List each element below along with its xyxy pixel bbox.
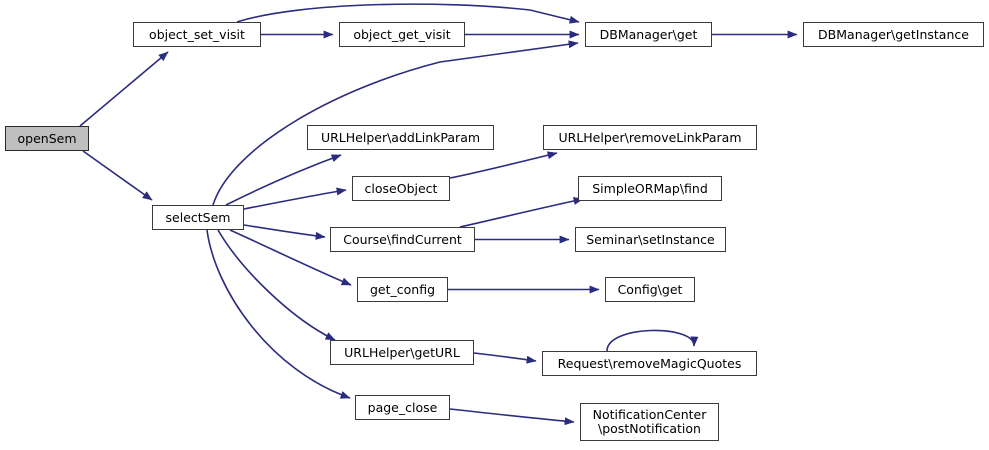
edge-selectsem-to-course-findcurrent <box>243 224 326 240</box>
edge-selectsem-to-closeobject <box>243 187 347 210</box>
node-course-findcurrent[interactable]: Course\findCurrent <box>330 227 475 252</box>
node-config-get[interactable]: Config\get <box>605 277 695 302</box>
node-selectsem[interactable]: selectSem <box>152 205 244 230</box>
edge-course-findcurrent-to-simpleormap-find <box>459 197 584 228</box>
edge-selectsem-to-addlinkparam <box>225 154 342 206</box>
node-object-set-visit[interactable]: object_set_visit <box>133 22 261 47</box>
edge-closeobject-to-removelinkparam <box>449 151 558 179</box>
node-seminar-setinstance[interactable]: Seminar\setInstance <box>575 227 726 252</box>
node-dbmanager-getinstance[interactable]: DBManager\getInstance <box>803 22 984 47</box>
edge-removemagicquotes-self-loop <box>606 329 699 352</box>
edge-selectsem-to-get-config <box>229 229 352 286</box>
edge-opensem-to-selectsem <box>82 150 153 201</box>
node-object-get-visit[interactable]: object_get_visit <box>339 22 465 47</box>
node-simpleormap-find[interactable]: SimpleORMap\find <box>578 176 722 201</box>
edge-geturl-to-removemagicquotes <box>473 352 537 364</box>
node-urlhelper-removelinkparam[interactable]: URLHelper\removeLinkParam <box>543 125 757 150</box>
node-page-close[interactable]: page_close <box>355 395 450 420</box>
node-closeobject[interactable]: closeObject <box>352 176 450 201</box>
edge-page-close-to-postnotification <box>449 408 575 426</box>
node-opensem[interactable]: openSem <box>5 126 89 151</box>
node-notificationcenter-postnotification[interactable]: NotificationCenter \postNotification <box>580 403 719 441</box>
edge-selectsem-to-page-close <box>206 229 351 399</box>
node-dbmanager-get[interactable]: DBManager\get <box>585 22 712 47</box>
node-request-removemagicquotes[interactable]: Request\removeMagicQuotes <box>542 351 757 376</box>
edge-object-set-visit-to-dbmanager-get <box>236 3 580 24</box>
edge-opensem-to-object-set-visit <box>79 51 169 127</box>
edge-selectsem-to-dbmanager-get <box>212 40 579 206</box>
node-urlhelper-addlinkparam[interactable]: URLHelper\addLinkParam <box>307 125 494 150</box>
node-urlhelper-geturl[interactable]: URLHelper\getURL <box>330 340 474 365</box>
node-get-config[interactable]: get_config <box>357 277 448 302</box>
edge-selectsem-to-geturl <box>217 229 336 341</box>
